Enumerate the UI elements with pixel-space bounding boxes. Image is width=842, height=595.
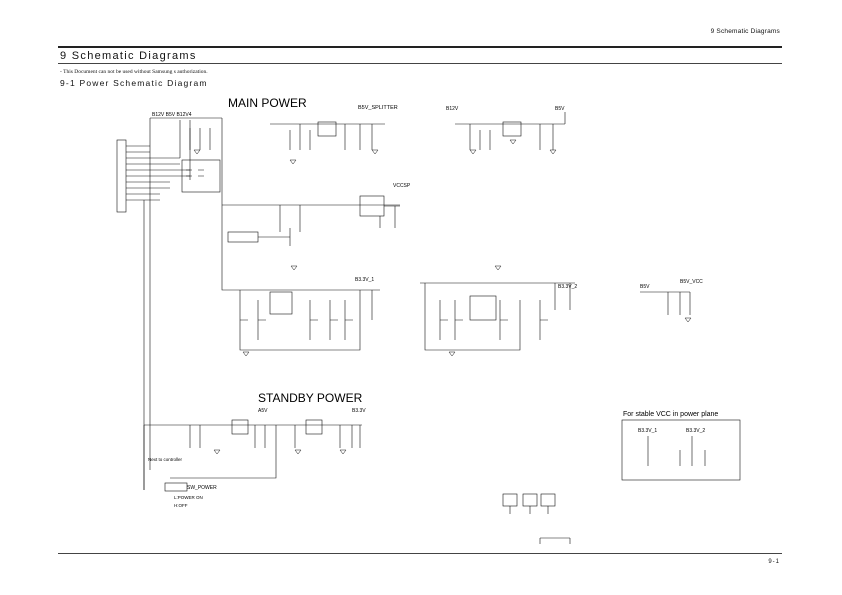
vccsp-label: VCCSP <box>393 183 411 189</box>
b5v-section-label: B5V <box>640 284 650 290</box>
standby-power-label: STANDBY POWER <box>258 391 363 405</box>
footer-rule <box>58 553 782 554</box>
header-rule <box>58 46 782 48</box>
rail-top-label: B12V B5V B12V4 <box>152 112 192 118</box>
b5v-splitter-label: B5V_SPLITTER <box>358 105 398 111</box>
stable-b3v3-1-label: B3.3V_1 <box>638 428 657 434</box>
b3v-label: B3.3V <box>352 408 366 414</box>
power-on-note: L:POWER ON <box>174 495 203 500</box>
sw-power-label: SW_POWER <box>187 485 217 491</box>
b12v-label: B12V <box>446 106 459 112</box>
b5v-vcc-label: B5V_VCC <box>680 279 703 285</box>
title-rule <box>58 63 782 64</box>
page-title: 9 Schematic Diagrams <box>60 50 197 62</box>
running-header: 9 Schematic Diagrams <box>710 28 780 35</box>
main-connector <box>116 139 127 213</box>
main-power-label: MAIN POWER <box>228 96 307 110</box>
power-off-note: H:OFF <box>174 503 188 508</box>
stable-vcc-title: For stable VCC in power plane <box>623 411 718 418</box>
b3v3-1-label: B3.3V_1 <box>355 277 374 283</box>
a5v-label: A5V <box>258 408 268 414</box>
page-number: 9-1 <box>768 559 780 565</box>
b3v3-2-label: B3.3V_2 <box>558 284 577 290</box>
section-subtitle: 9-1 Power Schematic Diagram <box>60 78 208 88</box>
stable-b3v3-2-label: B3.3V_2 <box>686 428 705 434</box>
micom-note: Next to controller <box>148 457 183 462</box>
b5v-label: B5V <box>555 106 565 112</box>
authorization-notice: - This Document can not be used without … <box>60 69 208 75</box>
